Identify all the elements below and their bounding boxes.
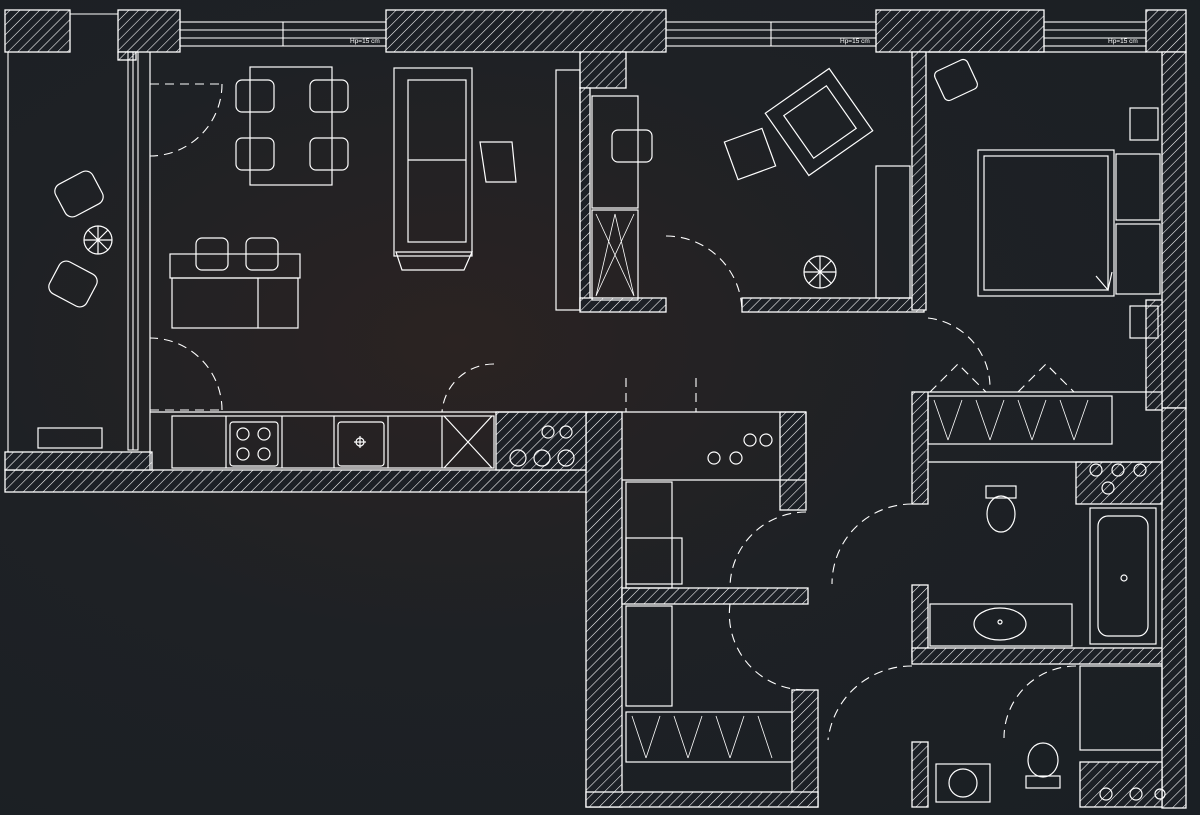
- loggia-bench: [37, 427, 103, 449]
- door-loggia-bottom: [149, 337, 223, 411]
- wall-top-study-right: [875, 9, 1045, 53]
- wall-top-left: [4, 9, 71, 53]
- wall-top-living-left: [117, 9, 181, 53]
- loggia-chair: [54, 170, 104, 218]
- partitions: [149, 51, 1162, 481]
- wall-bedroom-lower-right: [1145, 299, 1163, 411]
- kitchen-island-base: [171, 277, 299, 329]
- washbasin-icon: [935, 763, 991, 803]
- wardrobe: [927, 395, 1113, 445]
- study-cabinet: [875, 165, 911, 299]
- bedroom-chair: [933, 58, 979, 102]
- toilet-icon: [1025, 742, 1061, 789]
- bathtub-icon: [1089, 507, 1157, 645]
- door-kitchen-2: [625, 378, 697, 412]
- wall-bath-bottom: [911, 647, 1165, 665]
- door-loggia-top: [149, 83, 223, 157]
- ottoman: [723, 127, 777, 181]
- door-bath: [831, 503, 913, 585]
- bookshelf-wall: [555, 69, 581, 311]
- armchair-icon: [479, 141, 517, 183]
- chair: [235, 137, 275, 171]
- hob-icon: [229, 421, 279, 467]
- wall-study-bottom-right: [741, 297, 925, 313]
- bed-icon: [977, 149, 1161, 297]
- door-bedroom: [927, 317, 991, 389]
- sill-height-label: Hp=15 cm: [350, 38, 380, 45]
- wall-bottom-center: [585, 791, 819, 808]
- wall-lower-left-pier: [779, 411, 807, 511]
- toilet-icon: [985, 485, 1017, 533]
- kitchen-counter: [171, 415, 495, 469]
- wall-hall-block: [495, 411, 587, 471]
- nightstand: [1129, 107, 1159, 141]
- loggia-chair: [48, 260, 98, 308]
- wall-top-right: [1145, 9, 1187, 53]
- window-bedroom: [1043, 21, 1147, 47]
- closet-lower: [625, 605, 673, 707]
- nightstand: [1129, 305, 1159, 339]
- wc-shower: [1079, 665, 1163, 751]
- wall-bath-left-lower: [911, 584, 929, 658]
- chair: [309, 137, 349, 171]
- plant-icon: [83, 225, 113, 255]
- shoe-cabinet: [625, 711, 793, 763]
- study-shelving: [591, 209, 639, 301]
- sofa-icon: [393, 67, 473, 271]
- washbasin-icon: [929, 603, 1073, 647]
- door-wardrobe-2: [1017, 363, 1075, 393]
- windows: [7, 13, 1147, 452]
- kitchen-island: [169, 253, 301, 279]
- wall-bath-right: [1161, 407, 1187, 809]
- door-hall-1: [729, 511, 807, 589]
- sill-height-label: Hp=15 cm: [1108, 38, 1138, 45]
- wall-kitchen-right: [585, 411, 623, 808]
- washing-machine: [625, 537, 683, 585]
- walls: [4, 9, 1187, 809]
- wall-left-column: [117, 51, 137, 61]
- fridge-icon: [443, 415, 493, 469]
- sill-height-labels: Hp=15 cm Hp=15 cm Hp=15 cm: [350, 38, 1138, 45]
- wall-loggia-bottom: [4, 451, 153, 471]
- wall-bath-left: [911, 391, 929, 505]
- door-kitchen-1: [441, 363, 495, 413]
- wall-study-left: [579, 51, 627, 89]
- sink-icon: [337, 421, 385, 467]
- wall-top-living-mid: [385, 9, 667, 53]
- closet: [625, 481, 673, 589]
- plant-icon: [803, 255, 837, 289]
- chair: [235, 79, 275, 113]
- door-wc: [827, 665, 913, 741]
- bar-stool: [245, 237, 279, 271]
- door-study: [665, 235, 743, 313]
- sill-height-label: Hp=15 cm: [840, 38, 870, 45]
- pipe-shaft: [509, 425, 1166, 801]
- wall-right: [1161, 51, 1187, 409]
- wall-study-bedroom: [911, 51, 927, 311]
- wall-wc-left: [911, 741, 929, 808]
- chair: [309, 79, 349, 113]
- wall-bath-shaft: [1075, 461, 1163, 505]
- furniture: [37, 58, 1166, 803]
- door-swings: [149, 83, 1077, 741]
- dining-table: [249, 66, 333, 186]
- door-wc-inner: [1003, 665, 1077, 739]
- door-wardrobe-1: [929, 363, 987, 393]
- wall-study-left-lower: [579, 87, 591, 311]
- door-hall-2: [728, 603, 807, 691]
- wall-wc-shaft: [1079, 761, 1163, 808]
- desk-chair: [611, 129, 653, 163]
- bar-stool: [195, 237, 229, 271]
- wall-lower-center-pier: [791, 689, 819, 808]
- study-desk: [591, 95, 639, 209]
- armchair-icon: [764, 67, 874, 177]
- wall-bottom-living: [4, 469, 621, 493]
- wall-hall-mid: [621, 587, 809, 605]
